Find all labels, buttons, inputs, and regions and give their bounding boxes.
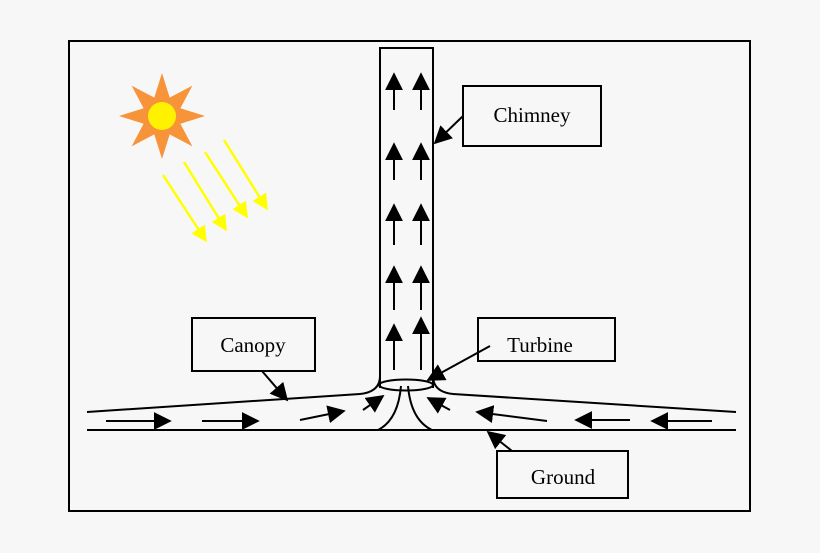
ground-pointer	[486, 430, 513, 452]
airflow-arrow-icon	[475, 405, 548, 423]
ground-label-text: Ground	[531, 465, 596, 489]
label-turbine: Turbine	[426, 317, 616, 381]
sunlight-arrow-icon	[182, 161, 228, 232]
turbine-icon	[378, 378, 434, 392]
turbine-pointer	[426, 345, 491, 381]
airflow-arrow-icon	[426, 397, 451, 414]
label-chimney: Chimney	[433, 85, 602, 147]
turbine-label-text: Turbine	[507, 333, 573, 357]
label-canopy: Canopy	[191, 317, 316, 402]
sunlight-arrow-icon	[203, 151, 249, 219]
sun-icon	[119, 73, 205, 159]
canopy-line-right	[452, 393, 737, 413]
chimney-updraft-arrows	[385, 72, 430, 370]
label-ground: Ground	[486, 430, 629, 499]
sunlight-arrow-icon	[161, 174, 208, 243]
diagram-frame	[68, 40, 751, 512]
sunlight-arrows	[161, 139, 269, 243]
airflow-arrow-icon	[362, 394, 385, 413]
chimney-label-text: Chimney	[494, 103, 571, 127]
canopy-line-left	[86, 393, 361, 413]
chimney	[359, 47, 454, 431]
canopy-label-text: Canopy	[220, 333, 286, 357]
sunlight-arrow-icon	[222, 139, 269, 211]
canopy-pointer	[261, 370, 289, 402]
airflow-arrow-icon	[299, 405, 346, 424]
canopy-inflow-arrows	[106, 394, 712, 430]
chimney-pointer	[433, 115, 464, 145]
